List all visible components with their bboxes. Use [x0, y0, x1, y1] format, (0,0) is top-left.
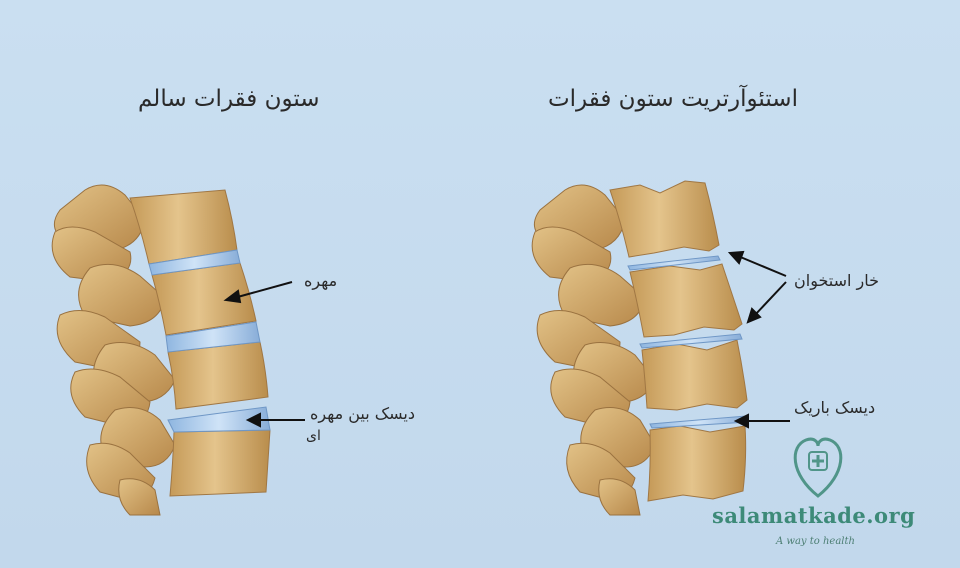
healthy-spine-title: ستون فقرات سالم [138, 86, 320, 112]
healthy-vertebral-bodies [129, 189, 271, 497]
annotation-arrows [223, 250, 790, 429]
arthritis-spine-title: استئوآرتریت ستون فقرات [548, 86, 798, 112]
intervertebral-disc-label: دیسک بین مهره [310, 404, 415, 423]
heart-medical-cross-icon [793, 437, 843, 498]
arrow-bone-spur-lower [746, 281, 787, 324]
arrow-vertebra [223, 281, 293, 304]
intervertebral-disc-label-line2: ای [306, 428, 321, 444]
arthritic-thin-discs [627, 255, 749, 429]
bone-spur-label: خار استخوان [794, 271, 880, 290]
arthritic-vertebral-bodies [609, 180, 748, 502]
vertebra-label: مهره [304, 271, 338, 290]
arrow-bone-spur-upper [727, 250, 787, 277]
healthy-discs [148, 249, 271, 433]
arrow-thin-disc [733, 413, 790, 429]
healthy-posterior-processes [51, 184, 176, 516]
watermark-tagline: A way to health [776, 536, 855, 547]
watermark-site: salamatkade.org [712, 503, 916, 528]
arthritic-posterior-processes [531, 184, 656, 516]
thin-disc-label: دیسک باریک [794, 398, 876, 417]
healthy-spine [51, 184, 271, 516]
arthritic-spine [531, 180, 749, 516]
arrow-disc [245, 412, 305, 428]
